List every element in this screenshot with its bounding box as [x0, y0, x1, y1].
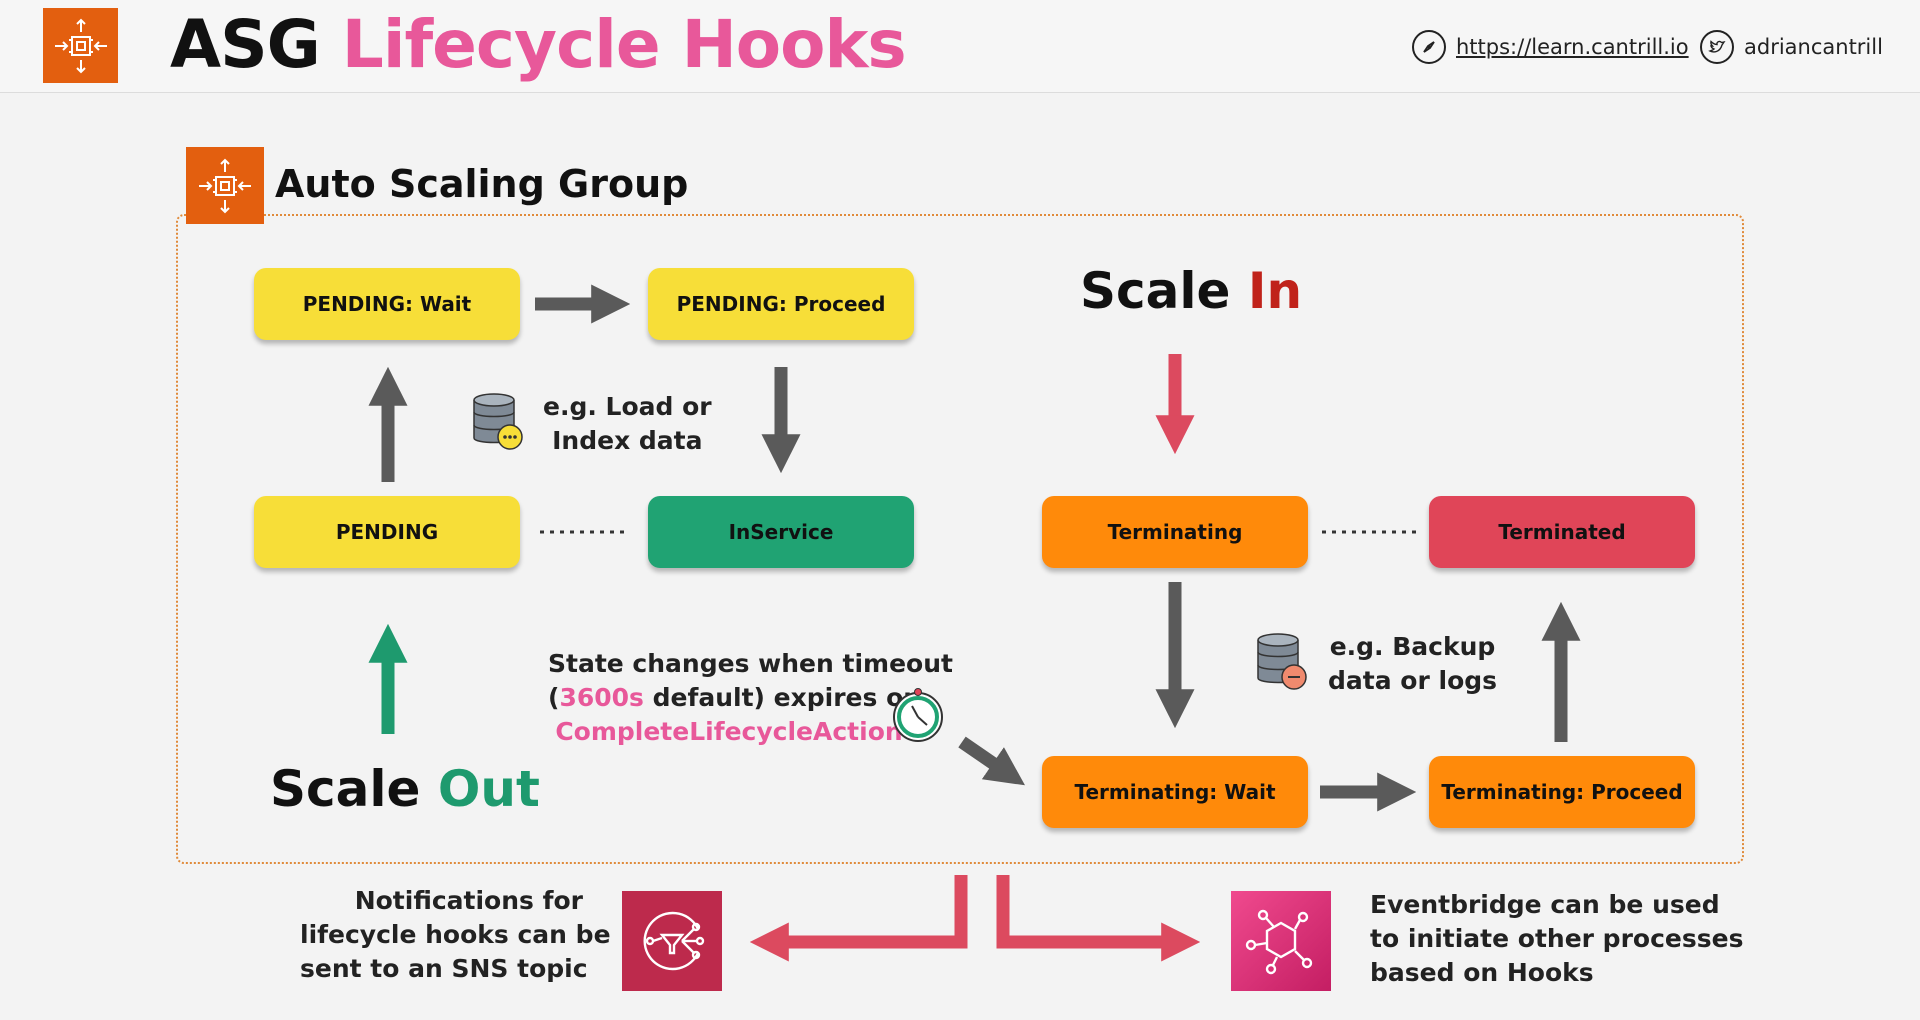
note-sns-line2: lifecycle hooks can be	[300, 920, 611, 949]
note-eb-line3: based on Hooks	[1370, 958, 1594, 987]
scale-in-label: Scale In	[1080, 262, 1302, 320]
note-load-line2: Index data	[552, 426, 703, 455]
asg-group-logo	[186, 147, 264, 224]
note-load-data: e.g. Load or Index data	[543, 390, 712, 458]
note-sns: Notifications for lifecycle hooks can be…	[300, 884, 611, 986]
note-timeout-line1: State changes when timeout	[548, 649, 953, 678]
auto-scaling-icon	[199, 158, 251, 213]
arrow-to-sns	[749, 875, 968, 962]
eventbridge-icon	[1231, 891, 1331, 991]
arrow-to-eventbridge	[996, 875, 1201, 962]
database-icon	[1257, 633, 1307, 690]
note-backup-line1: e.g. Backup	[1329, 632, 1496, 661]
auto-scaling-icon	[54, 18, 107, 73]
scale-in-accent: In	[1247, 262, 1303, 320]
timeout-value: 3600s	[559, 683, 644, 712]
scale-in-word: Scale	[1080, 262, 1231, 320]
note-sns-line3: sent to an SNS topic	[300, 954, 588, 983]
website-link[interactable]: https://learn.cantrill.io	[1412, 30, 1689, 64]
arrow-timeout-to-twait	[958, 736, 1025, 786]
note-timeout-line2: (3600s default) expires or	[548, 681, 916, 715]
twitter-handle: adriancantrill	[1744, 35, 1883, 59]
scale-out-label: Scale Out	[270, 760, 540, 818]
node-terminating: Terminating	[1042, 496, 1308, 568]
node-pending-proceed: PENDING: Proceed	[648, 268, 914, 340]
node-inservice: InService	[648, 496, 914, 568]
note-timeout-open: (	[548, 683, 560, 712]
page-title: ASG Lifecycle Hooks	[170, 6, 907, 83]
note-eventbridge: Eventbridge can be used to initiate othe…	[1370, 888, 1743, 990]
note-sns-line1: Notifications for	[354, 886, 583, 915]
scale-out-accent: Out	[437, 760, 540, 818]
note-load-line1: e.g. Load or	[543, 392, 712, 421]
website-url[interactable]: https://learn.cantrill.io	[1456, 35, 1689, 59]
title-lifecycle-hooks: Lifecycle Hooks	[341, 6, 907, 83]
header-bar: ASG Lifecycle Hooks https://learn.cantri…	[0, 0, 1920, 93]
asg-label: Auto Scaling Group	[275, 162, 689, 206]
auto-scaling-group-frame	[176, 214, 1744, 864]
twitter-bird-icon	[1700, 30, 1734, 64]
stopwatch-icon	[893, 688, 943, 742]
note-eb-line1: Eventbridge can be used	[1370, 890, 1720, 919]
note-backup-line2: data or logs	[1328, 666, 1498, 695]
scale-out-word: Scale	[270, 760, 421, 818]
sns-topic-icon	[622, 891, 722, 991]
node-terminating-proceed: Terminating: Proceed	[1429, 756, 1695, 828]
compass-icon	[1412, 30, 1446, 64]
twitter-link[interactable]: adriancantrill	[1700, 30, 1883, 64]
database-icon	[473, 393, 523, 450]
note-timeout: State changes when timeout (3600s defaul…	[548, 647, 953, 749]
node-terminated: Terminated	[1429, 496, 1695, 568]
note-eb-line2: to initiate other processes	[1370, 924, 1744, 953]
asg-logo	[43, 8, 118, 83]
node-terminating-wait: Terminating: Wait	[1042, 756, 1308, 828]
title-asg: ASG	[170, 6, 321, 83]
node-pending: PENDING	[254, 496, 520, 568]
complete-lifecycle-action: CompleteLifecycleAction	[555, 717, 903, 746]
note-timeout-rest: default) expires or	[643, 683, 916, 712]
node-pending-wait: PENDING: Wait	[254, 268, 520, 340]
note-backup-data: e.g. Backup data or logs	[1328, 630, 1497, 698]
